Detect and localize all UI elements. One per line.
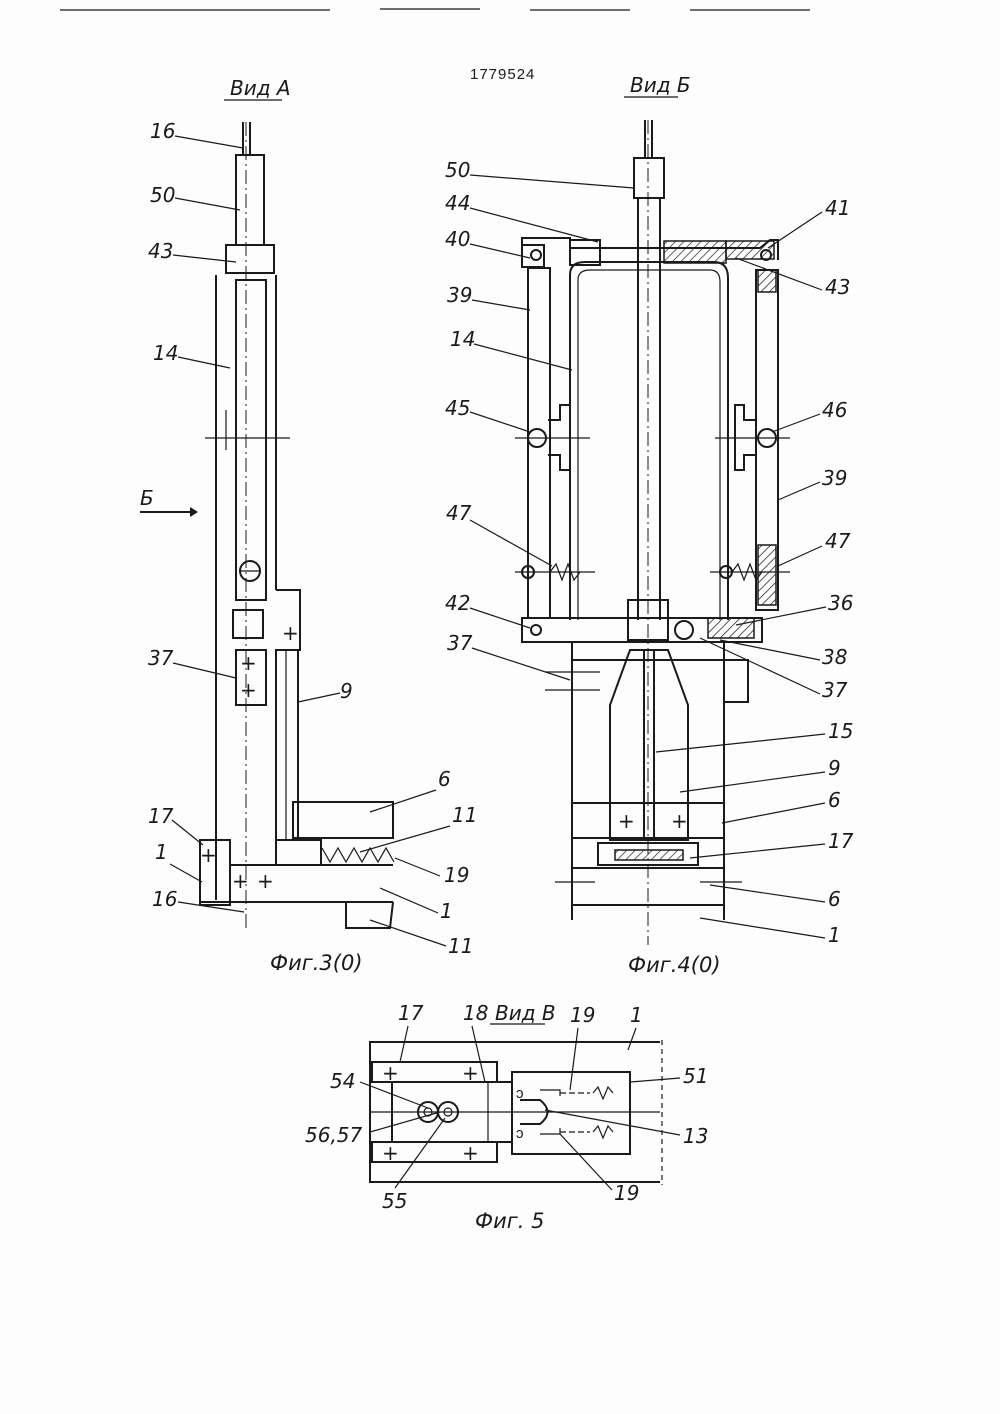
fig5-label-1: 1 [630, 1003, 643, 1027]
fig4-label-42: 42 [445, 591, 470, 615]
fig4-caption: Фиг.4(0) [628, 953, 721, 977]
view-a-title: Вид А [230, 76, 291, 100]
fig4-label-46: 46 [822, 398, 847, 422]
svg-text:+: + [257, 869, 274, 893]
fig5-label-18: 18 [463, 1001, 488, 1025]
fig4-label-17: 17 [828, 829, 854, 853]
svg-text:+: + [671, 809, 688, 833]
fig4-label-50: 50 [445, 158, 470, 182]
view-b-arrow-label: Б [140, 486, 154, 510]
view-v-title: Вид В [495, 1001, 556, 1025]
fig4-label-15: 15 [828, 719, 853, 743]
svg-text:+: + [282, 621, 299, 645]
fig3-label-9: 9 [340, 679, 353, 703]
fig5-label-55: 55 [382, 1189, 407, 1213]
fig3-label-37: 37 [148, 646, 174, 670]
fig4-label-39-left: 39 [447, 283, 472, 307]
fig3-label-17: 17 [148, 804, 174, 828]
fig3-label-16-top: 16 [150, 119, 175, 143]
svg-text:+: + [462, 1141, 479, 1165]
fig4-label-37-right: 37 [822, 678, 848, 702]
fig3-labels: 16 50 43 14 Б 37 9 6 11 17 19 1 16 1 11 [140, 119, 477, 958]
view-b-title: Вид Б [630, 73, 691, 97]
fig4-label-36: 36 [828, 591, 853, 615]
fig3-label-11: 11 [452, 803, 477, 827]
svg-text:+: + [200, 843, 217, 867]
svg-text:ᴐ: ᴐ [516, 1085, 525, 1102]
fig5-label-56-57: 56,57 [305, 1123, 363, 1147]
svg-text:+: + [240, 651, 257, 675]
patent-number: 1779524 [470, 66, 535, 83]
fig3-label-1-right: 1 [440, 899, 453, 923]
fig3-label-43: 43 [148, 239, 173, 263]
fig4-label-6-upper: 6 [828, 788, 841, 812]
fig3-label-16-bottom: 16 [152, 887, 177, 911]
fig4-label-39-right: 39 [822, 466, 847, 490]
fig4-label-45: 45 [445, 396, 470, 420]
fig3-caption: Фиг.3(0) [270, 951, 363, 975]
fig4-label-9: 9 [828, 756, 841, 780]
fig3-label-11-bottom: 11 [448, 934, 473, 958]
fig4-label-40: 40 [445, 227, 470, 251]
fig4-labels: 50 44 41 40 43 39 14 45 46 39 47 47 42 3… [445, 158, 854, 947]
svg-text:+: + [382, 1141, 399, 1165]
fig3-label-6: 6 [438, 767, 451, 791]
fig5-label-19-bottom: 19 [614, 1181, 639, 1205]
svg-text:ᴐ: ᴐ [516, 1125, 525, 1142]
fig3-label-19: 19 [444, 863, 469, 887]
fig4-label-47-right: 47 [825, 529, 851, 553]
fig4-label-38: 38 [822, 645, 847, 669]
fig3-label-1-left: 1 [155, 840, 168, 864]
fig3-label-50: 50 [150, 183, 175, 207]
svg-text:+: + [618, 809, 635, 833]
fig4-label-1: 1 [828, 923, 841, 947]
fig5-drawing: + + + + ᴐ ᴐ [370, 1040, 662, 1185]
fig4-label-47-left: 47 [446, 501, 472, 525]
fig4-drawing: + + [515, 120, 790, 945]
fig3-label-14: 14 [153, 341, 178, 365]
fig5-label-13: 13 [683, 1124, 708, 1148]
svg-text:+: + [232, 869, 249, 893]
fig4-label-41: 41 [825, 196, 850, 220]
fig5-caption: Фиг. 5 [475, 1209, 544, 1233]
fig4-label-14: 14 [450, 327, 475, 351]
scan-edge-marks [60, 9, 810, 10]
fig4-label-43: 43 [825, 275, 850, 299]
fig5-label-19-top: 19 [570, 1003, 595, 1027]
fig5-label-17: 17 [398, 1001, 424, 1025]
fig4-label-37-left: 37 [447, 631, 473, 655]
fig4-label-44: 44 [445, 191, 470, 215]
fig5-label-51: 51 [683, 1064, 708, 1088]
svg-text:+: + [240, 678, 257, 702]
fig4-label-6-lower: 6 [828, 887, 841, 911]
fig3-drawing: + + + + + + [200, 122, 394, 930]
fig5-label-54: 54 [330, 1069, 355, 1093]
